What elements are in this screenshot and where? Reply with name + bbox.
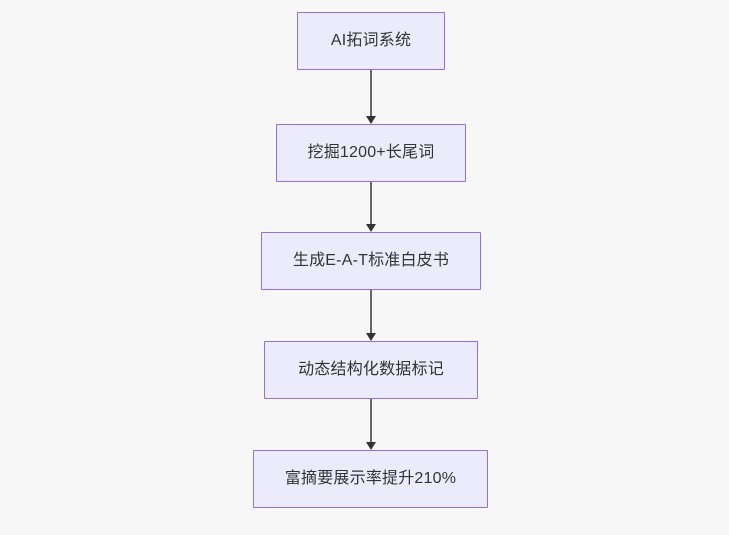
flow-node-ai-keyword-system[interactable]: AI拓词系统 bbox=[297, 12, 445, 70]
flow-edge-line bbox=[370, 399, 372, 443]
flow-node-dynamic-structured-data[interactable]: 动态结构化数据标记 bbox=[264, 341, 478, 399]
flow-edge-line bbox=[370, 182, 372, 225]
flow-edge-line bbox=[370, 290, 372, 334]
flow-node-mine-longtail-keywords[interactable]: 挖掘1200+长尾词 bbox=[276, 124, 466, 182]
flow-node-label: AI拓词系统 bbox=[330, 32, 412, 50]
arrowhead-down-icon bbox=[365, 223, 376, 232]
flow-node-label: 富摘要展示率提升210% bbox=[284, 470, 457, 488]
flow-node-generate-eat-whitepaper[interactable]: 生成E-A-T标准白皮书 bbox=[261, 232, 481, 290]
flow-node-label: 挖掘1200+长尾词 bbox=[307, 144, 435, 162]
arrowhead-down-icon bbox=[365, 115, 376, 124]
arrowhead-down-icon bbox=[365, 441, 376, 450]
flow-node-rich-snippet-uplift[interactable]: 富摘要展示率提升210% bbox=[253, 450, 488, 508]
arrowhead-down-icon bbox=[365, 332, 376, 341]
flow-edge-line bbox=[370, 70, 372, 117]
flow-node-label: 生成E-A-T标准白皮书 bbox=[292, 252, 450, 270]
flow-node-label: 动态结构化数据标记 bbox=[298, 361, 444, 379]
